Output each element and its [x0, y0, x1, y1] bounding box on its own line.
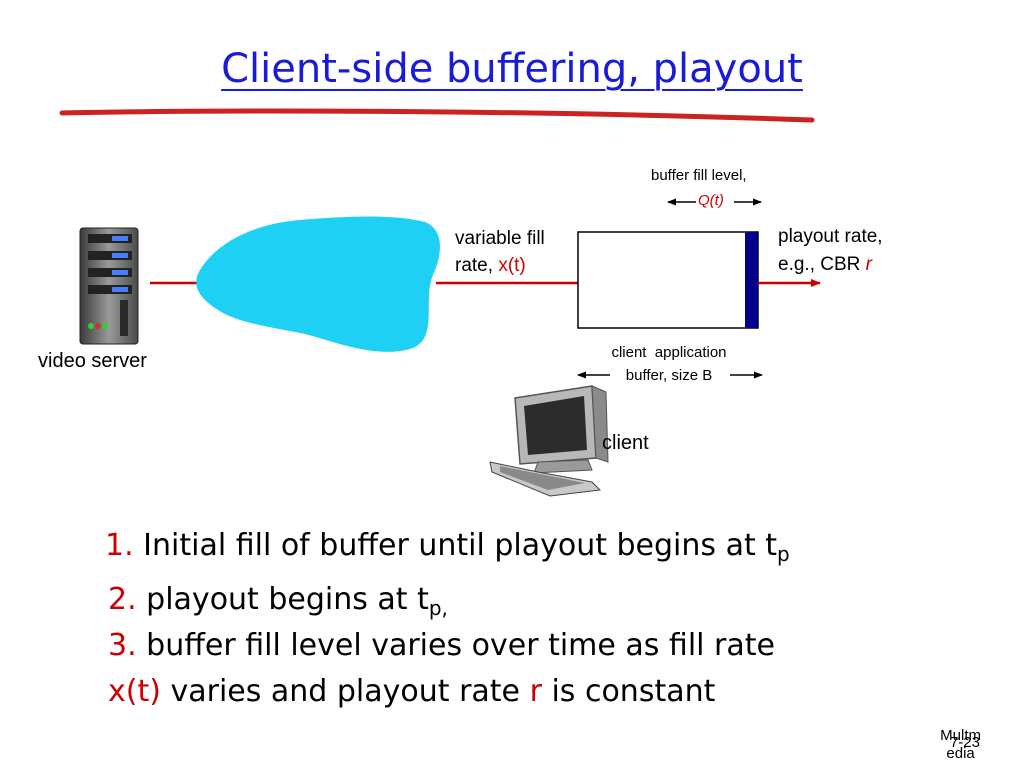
playout-rate-var: r: [529, 674, 542, 709]
playout-rate-var: r: [865, 254, 872, 275]
playout-line2-prefix: e.g., CBR: [778, 254, 861, 275]
buffer-caption-line2: buffer, size B: [625, 367, 713, 384]
client-label: client: [602, 432, 649, 454]
item-number: 1.: [105, 528, 134, 563]
variable-fill-line2-prefix: rate,: [455, 255, 494, 276]
video-server-icon: [79, 227, 139, 345]
buffer-fill-bar: [745, 232, 758, 328]
buffer-fill-level-label: buffer fill level,: [651, 167, 747, 184]
item-subscript: p: [777, 542, 790, 566]
footer-line2: edia: [946, 745, 975, 762]
footer-line1: Multm: [940, 727, 981, 744]
fill-rate-var: x(t): [498, 255, 526, 276]
item-text: playout begins at t: [146, 582, 429, 617]
list-item: 2. playout begins at tp,: [108, 582, 448, 620]
network-cloud: [196, 216, 440, 352]
client-buffer: [577, 231, 759, 329]
item-number: 3.: [108, 628, 137, 663]
playout-line1: playout rate,: [778, 226, 883, 247]
variable-fill-label: variable fill rate, x(t): [455, 225, 545, 279]
fill-rate-var: x(t): [108, 674, 161, 709]
buffer-caption: client application buffer, size B: [578, 341, 760, 387]
item-number: 2.: [108, 582, 137, 617]
video-server-label: video server: [38, 350, 147, 372]
footer-label: Multm edia: [940, 727, 981, 763]
buffer-caption-line1: client application: [611, 344, 727, 361]
playout-rate-label: playout rate, e.g., CBR r: [778, 223, 883, 279]
page-number: 7-23: [949, 734, 980, 751]
buffer-fill-level-var: Q(t): [698, 192, 724, 209]
item-text: is constant: [551, 674, 716, 709]
list-item-continuation: x(t) varies and playout rate r is consta…: [108, 674, 715, 709]
variable-fill-line1: variable fill: [455, 228, 545, 249]
item-text: buffer fill level varies over time as fi…: [146, 628, 775, 663]
slide-title: Client-side buffering, playout: [221, 46, 803, 92]
client-computer-icon: [489, 385, 609, 497]
list-item: 3. buffer fill level varies over time as…: [108, 628, 775, 663]
item-subscript: p,: [428, 596, 448, 620]
item-text: Initial fill of buffer until playout beg…: [143, 528, 778, 563]
item-text: varies and playout rate: [170, 674, 521, 709]
list-item: 1. Initial fill of buffer until playout …: [105, 528, 790, 566]
